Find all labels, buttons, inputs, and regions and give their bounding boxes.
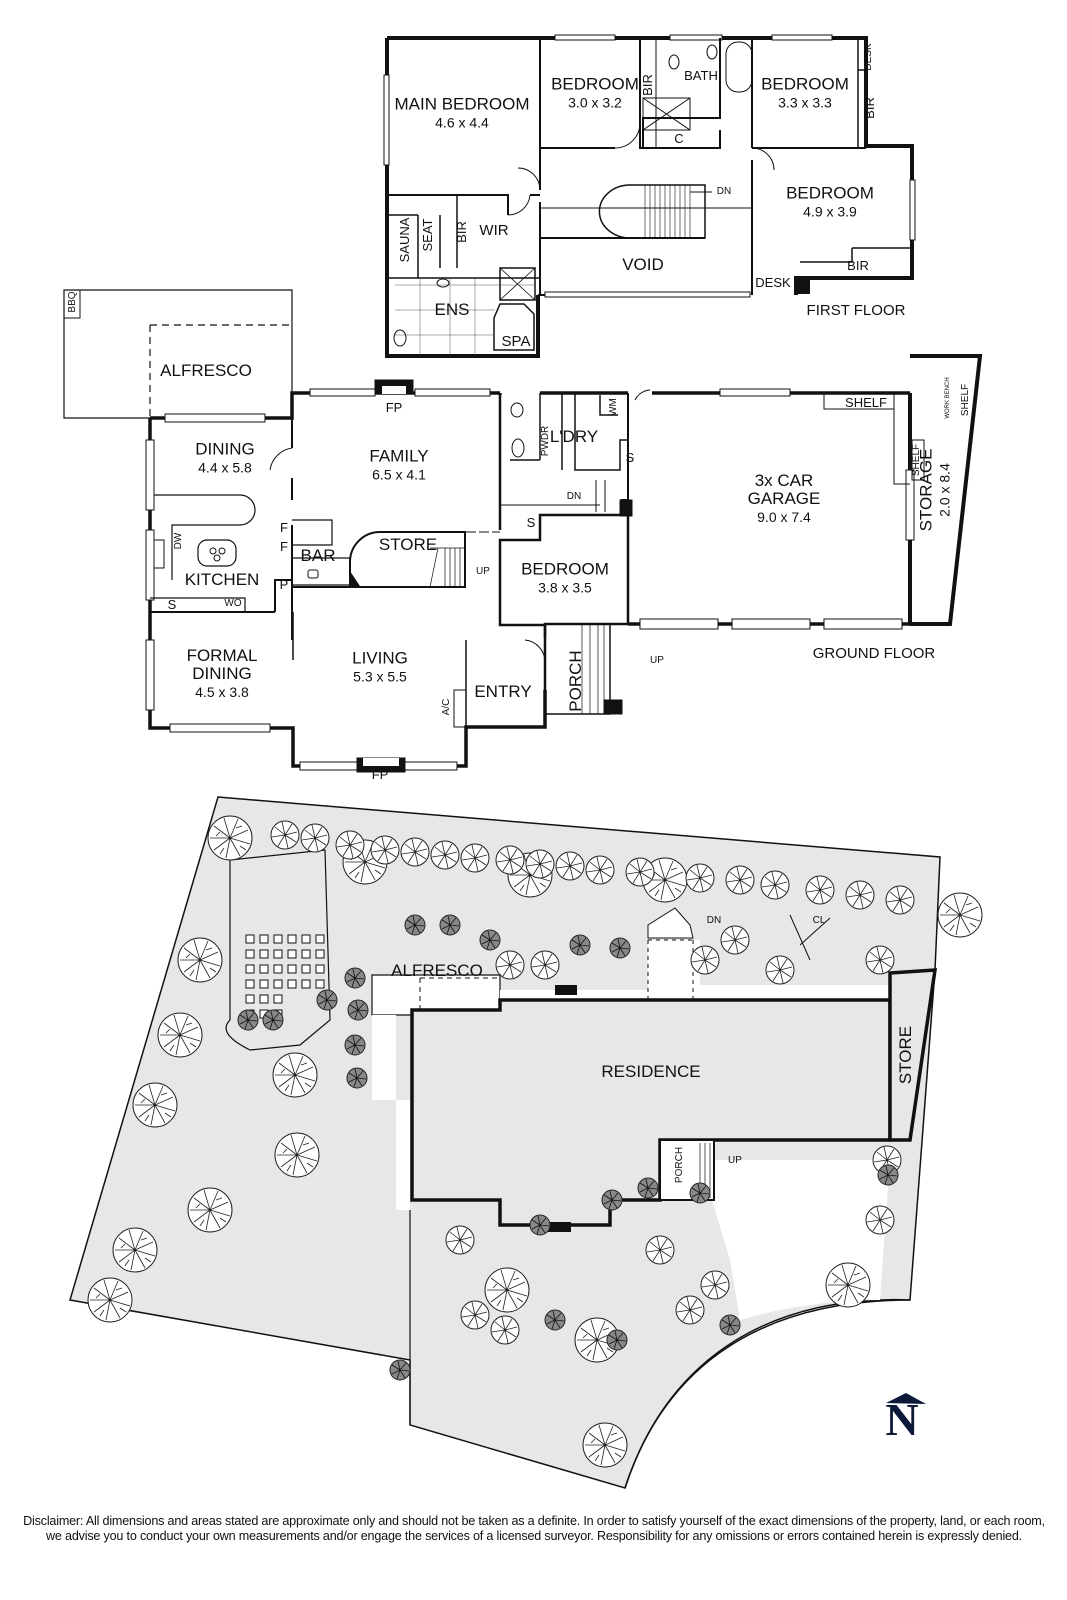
stair-down-label: DN [566,490,582,502]
fixture-shelf: SHELF [910,443,922,477]
fixture-fridge: F [280,539,288,555]
fixture-sink: S [167,597,177,613]
room-sauna: SAUNA [397,217,413,263]
site-porch: PORCH [673,1146,685,1184]
site-store: STORE [896,1025,916,1085]
room-dims: 4.4 x 5.8 [198,459,252,476]
room-store: STORE [378,535,438,555]
room-wir: WIR [479,222,509,240]
room-bar: BAR [300,546,336,566]
room-family: FAMILY 6.5 x 4.1 [369,446,429,483]
fixture-cupboard: C [674,131,684,147]
room-dims: 3.3 x 3.3 [778,94,832,111]
site-residence: RESIDENCE [601,1062,701,1082]
stair-up-label: UP [476,565,490,577]
room-dims: 6.5 x 4.1 [372,466,426,483]
north-label: N [885,1394,919,1445]
site-cl-label: CL [812,914,826,926]
room-name: BEDROOM [786,183,874,203]
stair-up-label: UP [650,654,664,666]
room-name: BEDROOM [521,559,609,579]
room-porch: PORCH [566,650,586,712]
fixture-shelf: SHELF [845,395,887,411]
fixture-work-bench: WORK BENCH [944,377,951,419]
fixture-bir: BIR [640,74,656,96]
site-stair-down: DN [706,914,722,926]
room-entry: ENTRY [474,682,532,702]
room-bedroom-4: BEDROOM 4.9 x 3.9 [786,183,874,220]
room-powder: PWDR [539,425,551,457]
room-dims: 2.0 x 8.4 [936,463,953,517]
site-stair-up: UP [728,1154,742,1166]
room-bedroom-3: BEDROOM 3.3 x 3.3 [761,74,849,111]
fixture-desk: DESK [755,275,791,291]
room-name: BEDROOM [761,74,849,94]
fixture-bir: BIR [454,221,470,243]
room-storage: STORAGE 2.0 x 8.4 [917,449,953,532]
fixture-fridge: F [280,520,288,536]
fixture-shelf: SHELF [959,383,971,417]
fireplace-label: FP [371,767,389,783]
room-dining: DINING 4.4 x 5.8 [195,439,255,476]
fixture-desk: DESK [862,43,874,71]
stair-down-label: DN [716,185,732,197]
fixture-pantry: P [279,577,289,593]
room-bedroom-2: BEDROOM 3.0 x 3.2 [551,74,639,111]
room-name: DINING [195,439,255,459]
room-spa: SPA [501,333,531,351]
fixture-dishwasher: DW [172,532,184,550]
fixture-bir: BIR [847,258,869,274]
room-formal-dining: FORMAL DINING 4.5 x 3.8 [177,645,267,700]
ground-floor-plan [63,289,983,773]
room-dims: 5.3 x 5.5 [353,668,407,685]
room-name: FAMILY [369,446,429,466]
ground-floor-title: GROUND FLOOR [812,645,936,663]
room-dims: 9.0 x 7.4 [757,508,811,525]
room-kitchen: KITCHEN [184,570,260,590]
north-arrow-icon [886,1393,926,1404]
fixture-storage: S [526,515,536,531]
fixture-air-con: A/C [440,698,452,716]
disclaimer-text: Disclaimer: All dimensions and areas sta… [23,1514,1045,1543]
room-dims: 4.9 x 3.9 [803,203,857,220]
first-floor-title: FIRST FLOOR [806,302,906,320]
vegetable-beds [245,934,325,1019]
fireplace-label: FP [385,400,403,416]
room-bath: BATH [684,68,718,84]
fixture-storage: S [625,450,635,466]
room-main-bedroom: MAIN BEDROOM 4.6 x 4.4 [394,94,530,131]
site-alfresco: ALFRESCO [391,961,483,981]
fixture-bbq: BBQ [66,291,78,313]
room-garage: 3x CAR GARAGE 9.0 x 7.4 [724,470,844,525]
fixture-wall-oven: WO [224,597,242,609]
site-plan [69,796,941,1489]
room-living: LIVING 5.3 x 5.5 [352,648,408,685]
first-floor-plan [383,34,916,358]
room-dims: 4.5 x 3.8 [195,683,249,700]
room-laundry: L'DRY [549,427,599,447]
north-compass: N [872,1393,932,1443]
room-alfresco: ALFRESCO [160,361,252,381]
room-bedroom-5: BEDROOM 3.8 x 3.5 [521,559,609,596]
room-name: LIVING [352,648,408,668]
room-dims: 3.8 x 3.5 [538,579,592,596]
room-name: FORMAL DINING [186,645,258,683]
room-name: MAIN BEDROOM [394,94,530,114]
room-name: 3x CAR GARAGE [747,470,821,508]
fixture-washing-machine: WM [607,398,619,416]
room-dims: 4.6 x 4.4 [435,114,489,131]
room-ensuite: ENS [434,300,470,320]
fixture-seat: SEAT [420,218,436,252]
room-name: BEDROOM [551,74,639,94]
room-void: VOID [622,255,664,275]
fixture-bir: BIR [862,97,878,119]
room-dims: 3.0 x 3.2 [568,94,622,111]
